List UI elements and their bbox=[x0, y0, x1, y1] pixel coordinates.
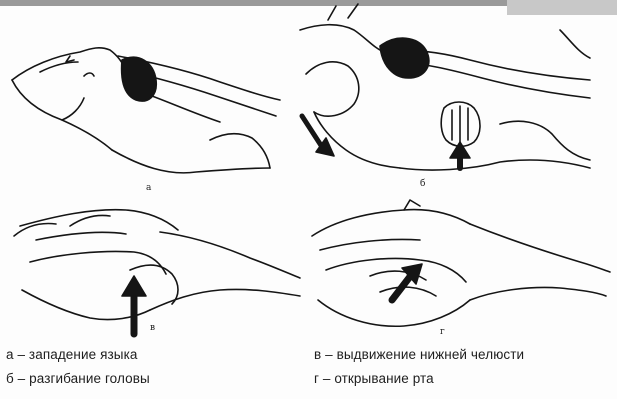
caption-b: б – разгибание головы bbox=[6, 371, 150, 386]
caption-v: в – выдвижение нижней челюсти bbox=[314, 347, 524, 362]
caption-g: г – открывание рта bbox=[314, 371, 434, 386]
panel-a-letter: а bbox=[146, 183, 152, 193]
panel-v-arrow-head bbox=[122, 276, 146, 296]
caption-a: а – западение языка bbox=[6, 347, 138, 362]
panel-g-illustration bbox=[312, 200, 610, 326]
legend: а – западение языка б – разгибание голов… bbox=[0, 345, 617, 399]
panel-g-letter: г bbox=[440, 327, 445, 337]
panel-b-airway bbox=[380, 38, 429, 78]
panel-b-letter: б bbox=[420, 178, 425, 189]
panel-b-illustration bbox=[300, 4, 590, 170]
panel-v-illustration bbox=[14, 210, 300, 320]
panel-v-letter: в bbox=[150, 323, 155, 333]
panel-a-tongue bbox=[122, 57, 157, 101]
airway-illustrations: а б в г bbox=[0, 0, 617, 340]
